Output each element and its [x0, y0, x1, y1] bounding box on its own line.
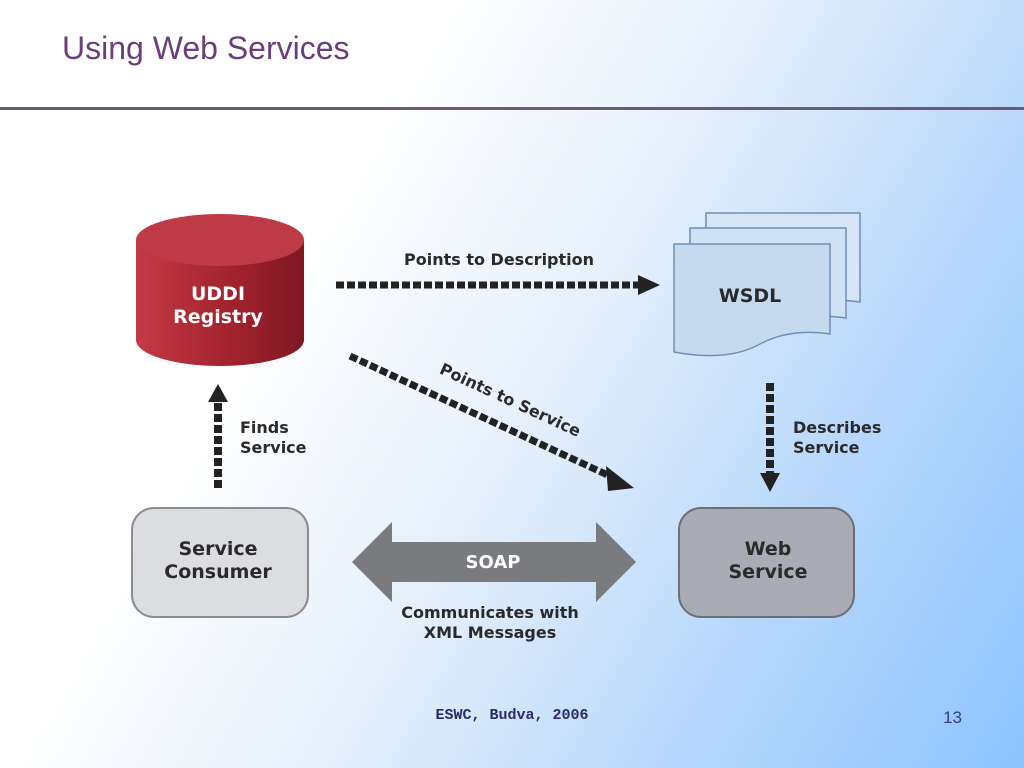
uddi-registry-cylinder: UDDI Registry — [136, 214, 304, 366]
page-number: 13 — [943, 708, 962, 727]
service-consumer-box: Service Consumer — [131, 507, 309, 618]
finds-service-arrow: Finds Service — [208, 384, 307, 488]
describes-service-arrow: Describes Service — [760, 383, 881, 492]
webservice-label-line1: Web — [745, 538, 792, 560]
finds-service-label-line2: Service — [240, 438, 307, 457]
communicates-label-line2: XML Messages — [424, 623, 556, 642]
points-to-description-label: Points to Description — [404, 250, 594, 269]
wsdl-document-stack: WSDL — [673, 212, 861, 357]
describes-service-label-line1: Describes — [793, 418, 881, 437]
slide-title: Using Web Services — [62, 30, 350, 66]
web-service-box: Web Service — [678, 507, 855, 618]
communicates-label-line1: Communicates with — [401, 603, 579, 622]
footer-conference: ESWC, Budva, 2006 — [435, 707, 589, 724]
soap-double-arrow: SOAP Communicates with XML Messages — [352, 522, 636, 642]
finds-service-label-line1: Finds — [240, 418, 289, 437]
consumer-label-line1: Service — [179, 538, 258, 560]
consumer-label-line2: Consumer — [164, 561, 272, 583]
points-to-description-arrow: Points to Description — [336, 250, 660, 295]
registry-label-line2: Registry — [173, 306, 263, 328]
title-divider — [0, 107, 1024, 110]
soap-label: SOAP — [466, 552, 521, 573]
webservice-label-line2: Service — [729, 561, 808, 583]
describes-service-label-line2: Service — [793, 438, 860, 457]
registry-label-line1: UDDI — [191, 283, 245, 305]
wsdl-label: WSDL — [719, 285, 782, 307]
points-to-service-arrow: Points to Service — [348, 352, 634, 491]
